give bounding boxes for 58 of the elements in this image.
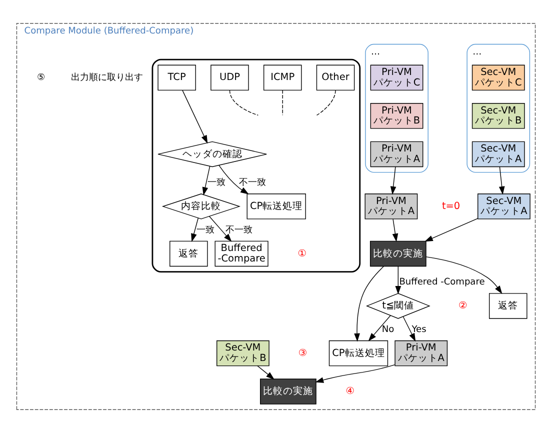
edge-label: 一致 [196,224,214,235]
connector [316,89,336,116]
node-box: Sec-VM パケットB [472,102,525,128]
arrow [209,216,232,242]
node-box: Pri-VM パケットB [370,102,424,128]
edge-label: Yes [412,324,426,334]
arrow [426,256,502,294]
node-box: Pri-VM パケットA [394,340,448,366]
node-diamond: t≦閾値 [366,292,430,318]
arrow [424,218,478,242]
arrow [392,218,398,242]
cluster [152,58,361,272]
node-label: ① [298,248,306,259]
node-box: Sec-VM パケットA [472,140,525,167]
connector [282,89,283,116]
node-box: CP転送処理 [328,340,388,366]
node-box: Other [316,64,355,90]
node-box: Sec-VM パケットB [216,340,270,366]
node-box: ICMP [263,64,302,90]
node-box: UDP [210,64,249,90]
arrow [498,166,505,194]
node-box: Sec-VM パケットC [472,64,525,90]
label: 出力順に取り出す [71,72,144,83]
node-box: Pri-VM パケットC [370,64,424,90]
connector [229,89,259,116]
edge-label: 一致 [207,178,226,188]
node-box: Sec-VM パケットA [478,193,530,219]
edge-label: 不一致 [226,224,253,235]
node-box: TCP [158,64,196,90]
arrow [191,217,199,242]
node-diamond: ヘッダの確認 [158,140,267,167]
node-diamond: 内容比較 [162,193,240,219]
arrow [368,314,391,341]
edge-label: Buffered -Compare [399,277,485,288]
node-box: 返答 [488,292,528,318]
arrow [315,364,396,382]
node-box: Buffered -Compare [214,240,268,266]
node-label: t=0 [442,200,460,212]
arrow [402,316,416,342]
arrow [354,266,384,342]
node-label: ③ [298,347,308,358]
arrow [257,365,274,380]
arrow [390,166,396,194]
node-box: 比較の実施 [260,378,316,404]
edge-label: No [382,324,394,334]
node-box: Pri-VM パケットA [364,193,418,219]
node-box: Pri-VM パケットA [370,140,424,167]
label: ⑤ [37,72,46,83]
arrow [395,266,402,294]
arrow [218,164,249,194]
node-label: ② [458,300,468,312]
node-box: CP転送処理 [246,193,306,219]
node-box: 返答 [170,240,208,266]
edge-label: 不一致 [238,178,266,188]
node-box: 比較の実施 [370,240,426,266]
arrow [182,90,208,144]
arrow [202,165,210,195]
node-label: ④ [346,386,354,397]
